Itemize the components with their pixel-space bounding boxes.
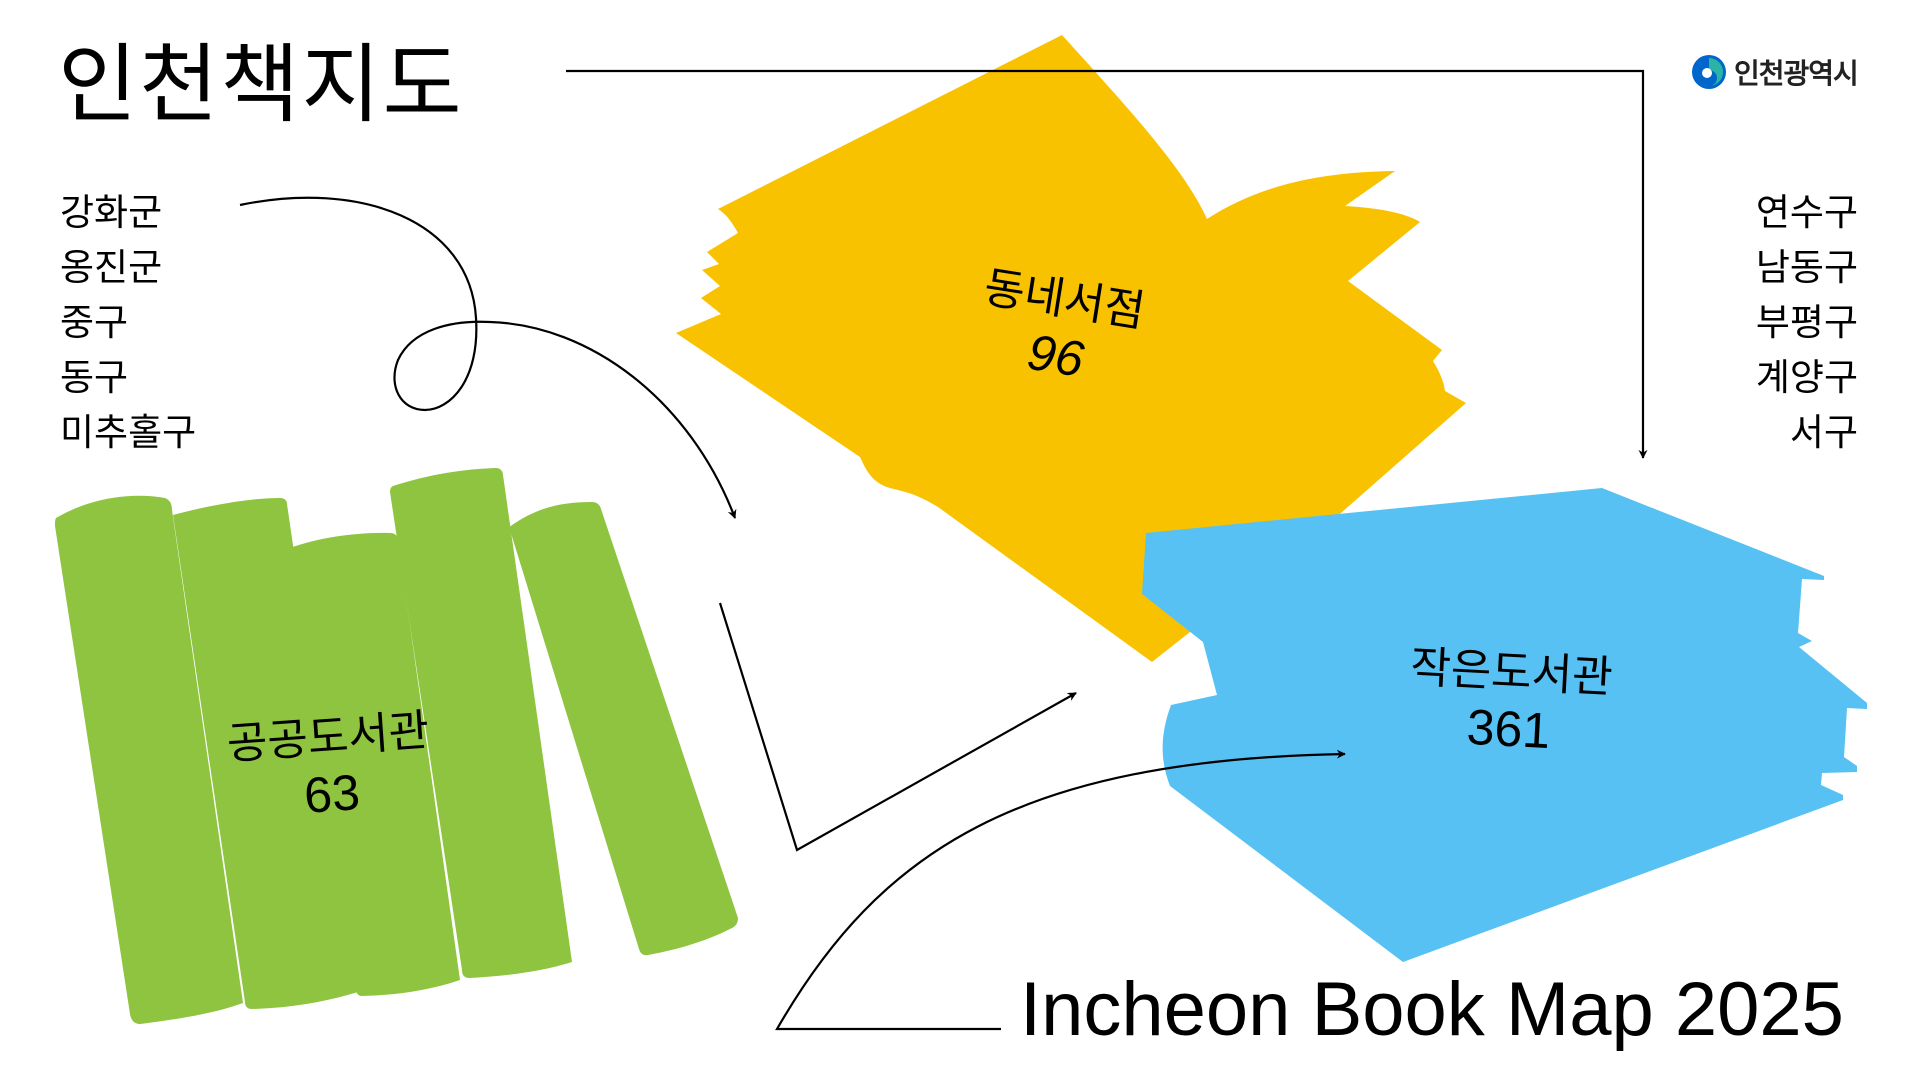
english-title: Incheon Book Map 2025 — [1020, 967, 1844, 1052]
district-list-left: 강화군 옹진군 중구 동구 미추홀구 — [60, 185, 196, 460]
small-library-label: 작은도서관 361 — [1377, 638, 1643, 763]
district-item: 부평구 — [1755, 301, 1858, 344]
district-list-right: 연수구 남동구 부평구 계양구 서구 — [1756, 185, 1858, 460]
loop-arrow — [239, 196, 737, 519]
zigzag-arrow — [718, 602, 1077, 852]
public-library-books-shape — [55, 468, 738, 1025]
district-item: 서구 — [1789, 411, 1858, 454]
incheon-city-logo: 인천광역시 — [1690, 52, 1859, 92]
bookstore-open-book-shape — [676, 35, 1466, 662]
curve-arrow — [775, 749, 1346, 1031]
small-library-stacked-books-shape — [1142, 488, 1867, 962]
district-item: 강화군 — [60, 191, 163, 234]
district-item: 옹진군 — [60, 246, 163, 289]
district-item: 중구 — [60, 301, 129, 344]
connector-arrows — [239, 69, 1648, 1031]
logo-text: 인천광역시 — [1734, 57, 1859, 90]
district-item: 계양구 — [1755, 356, 1858, 399]
district-item: 연수구 — [1755, 191, 1858, 234]
district-item: 미추홀구 — [60, 411, 197, 454]
public-library-label: 공공도서관 63 — [196, 701, 463, 831]
top-line-arrow — [566, 69, 1648, 459]
district-item: 동구 — [60, 356, 129, 399]
district-item: 남동구 — [1755, 246, 1858, 289]
incheon-swirl-logo-icon — [1692, 55, 1726, 89]
page-title: 인천책지도 — [58, 35, 464, 135]
